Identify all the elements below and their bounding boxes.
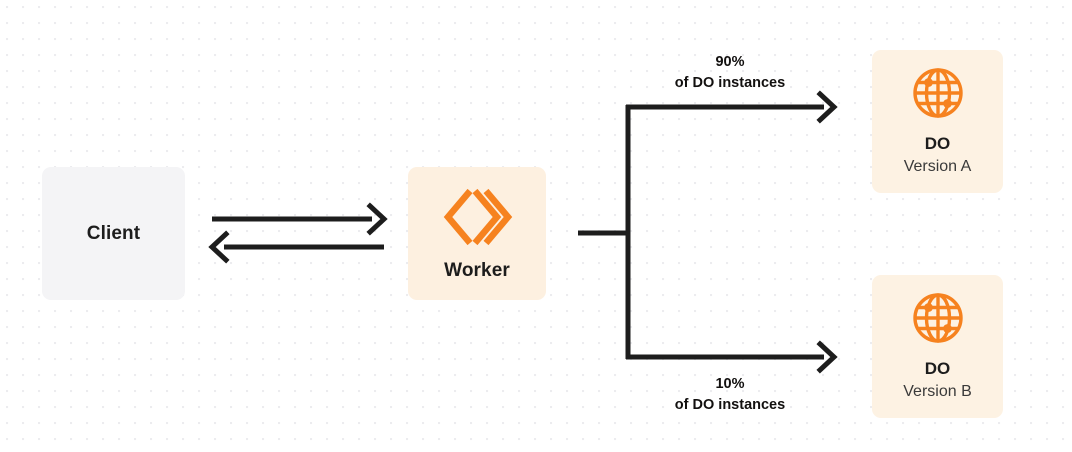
edge-worker-to-do-b — [626, 340, 838, 374]
edge-worker-to-do-a — [626, 90, 838, 124]
node-worker-label: Worker — [444, 259, 510, 281]
node-do-version-a: DO Version A — [872, 50, 1003, 193]
node-client: Client — [42, 167, 185, 300]
node-do-version-b-title: DO — [924, 359, 951, 379]
edge-label-do-a-description: of DO instances — [674, 75, 786, 92]
node-do-version-b: DO Version B — [872, 275, 1003, 418]
node-client-label: Client — [86, 222, 141, 244]
node-do-version-a-title: DO — [924, 134, 951, 154]
node-worker: Worker — [408, 167, 546, 300]
edge-label-do-a-percent: 90% — [715, 54, 745, 70]
node-do-version-b-subtitle: Version B — [903, 382, 972, 400]
globe-icon — [911, 66, 965, 120]
edge-worker-to-client — [208, 230, 384, 264]
edge-label-do-b-percent: 10% — [715, 376, 745, 392]
edge-client-to-worker — [212, 202, 388, 236]
edge-label-do-a: 90% of DO instances — [640, 52, 820, 94]
globe-icon — [911, 291, 965, 345]
node-do-version-a-subtitle: Version A — [903, 157, 972, 175]
edge-label-do-b: 10% of DO instances — [640, 374, 820, 416]
cloudflare-workers-icon — [441, 186, 513, 248]
edge-label-do-b-description: of DO instances — [674, 397, 786, 414]
